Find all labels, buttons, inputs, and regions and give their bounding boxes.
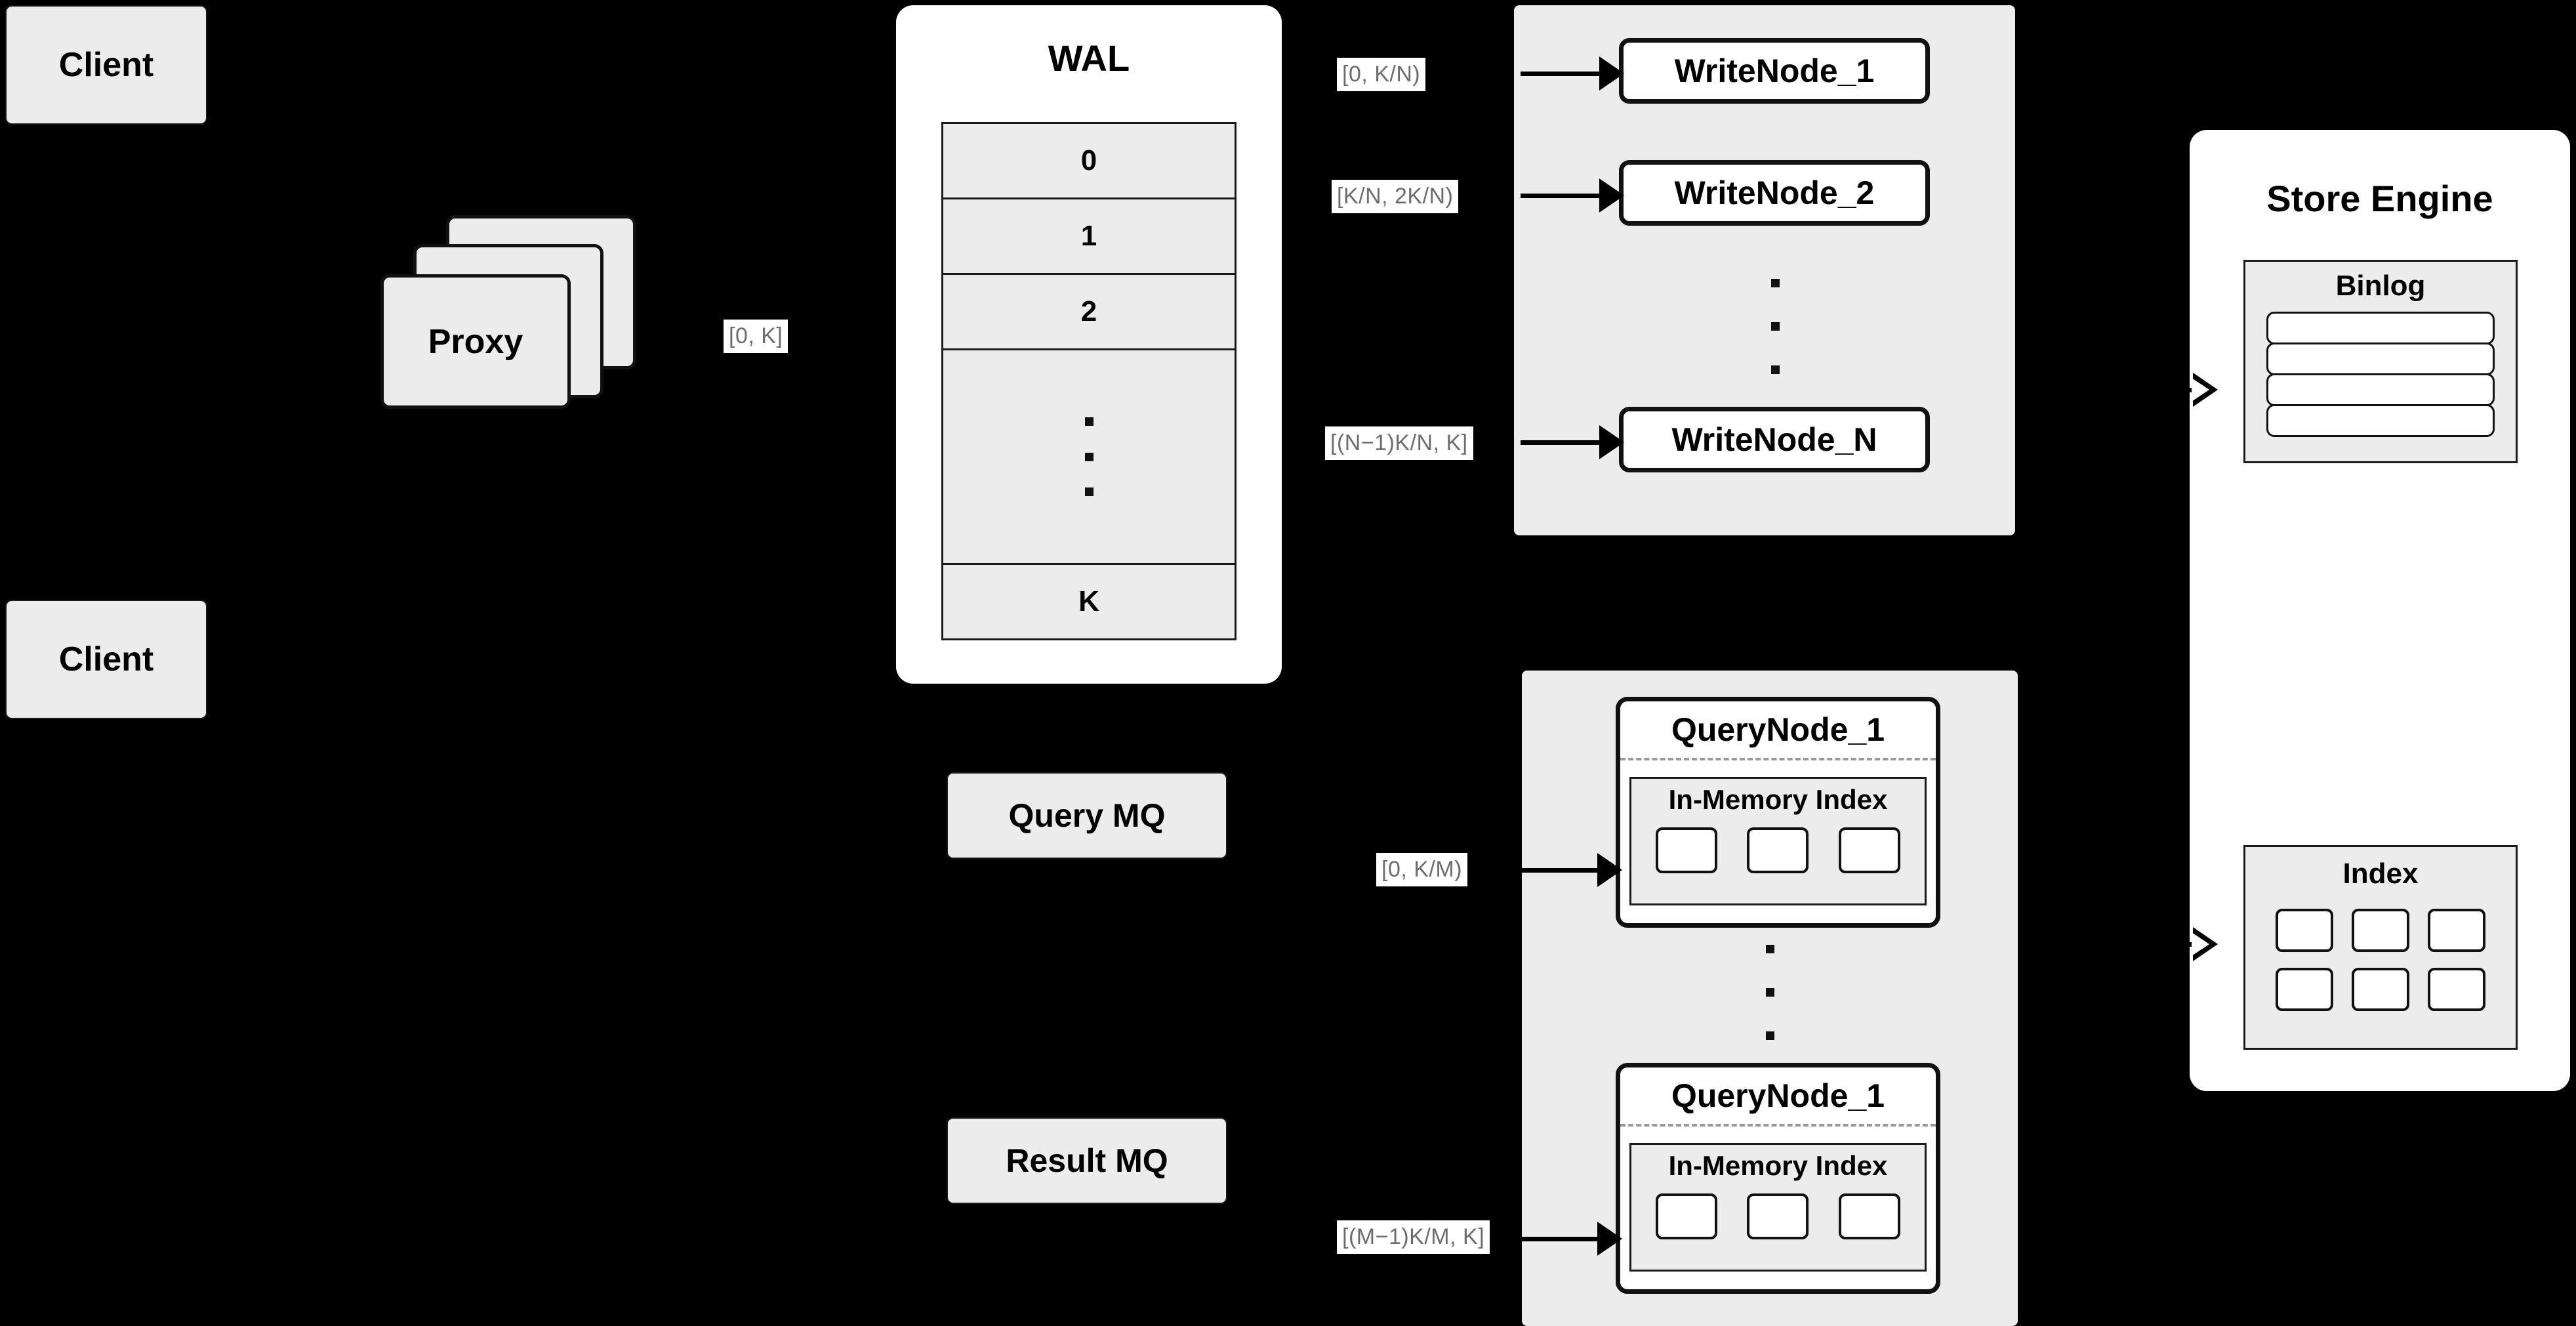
- in-memory-index-1-label: In-Memory Index: [1668, 784, 1888, 815]
- store-engine-title: Store Engine: [2266, 178, 2493, 219]
- client-label: Client: [58, 46, 154, 84]
- write-node-1[interactable]: WriteNode_1: [1619, 38, 1930, 104]
- binlog-box: Binlog: [2243, 260, 2518, 463]
- index-slot: [1839, 827, 1901, 873]
- wal-row-list: 0 1 2 K: [941, 122, 1237, 640]
- wal-row-label: 1: [1080, 220, 1097, 252]
- range-text: [(N−1)K/N, K]: [1330, 430, 1468, 455]
- arrow-to-write-node-n: [1521, 425, 1625, 459]
- index-slot: [1747, 827, 1809, 873]
- wal-row: 0: [941, 122, 1237, 199]
- index-label: Index: [2342, 858, 2419, 890]
- range-text: [0, K/N): [1342, 62, 1421, 87]
- wal-row: 2: [941, 275, 1237, 350]
- binlog-row: [2266, 404, 2495, 437]
- query-node-2[interactable]: QueryNode_1 In-Memory Index: [1616, 1063, 1940, 1294]
- in-memory-index-1: In-Memory Index: [1629, 777, 1927, 905]
- arrow-to-index: [2161, 927, 2240, 961]
- query-node-1-divider: [1620, 758, 1936, 760]
- proxy-stack[interactable]: Proxy: [380, 215, 669, 432]
- index-slot: [2352, 968, 2409, 1011]
- wal-row-ellipsis: [941, 350, 1237, 565]
- query-node-1[interactable]: QueryNode_1 In-Memory Index: [1616, 697, 1940, 928]
- range-text: [(M−1)K/M, K]: [1342, 1224, 1485, 1249]
- index-slot: [2428, 909, 2485, 952]
- binlog-row: [2266, 342, 2495, 375]
- index-slot: [1747, 1193, 1809, 1239]
- arrow-to-write-node-2: [1521, 178, 1625, 213]
- client-label: Client: [58, 640, 154, 678]
- index-slot: [1655, 827, 1717, 873]
- wal-row: K: [941, 565, 1237, 640]
- binlog-row: [2266, 373, 2495, 406]
- write-node-n-range-label: [(N−1)K/N, K]: [1325, 426, 1473, 460]
- query-node-2-title: QueryNode_1: [1671, 1077, 1885, 1114]
- write-node-n[interactable]: WriteNode_N: [1619, 407, 1930, 472]
- query-node-2-range-label: [(M−1)K/M, K]: [1337, 1220, 1490, 1254]
- index-box: Index: [2243, 845, 2518, 1050]
- result-mq-box[interactable]: Result MQ: [947, 1117, 1227, 1204]
- proxy-card-front[interactable]: Proxy: [380, 274, 571, 409]
- index-slot: [2428, 968, 2485, 1011]
- write-node-label: WriteNode_N: [1671, 421, 1877, 458]
- wal-title: WAL: [1048, 37, 1130, 79]
- binlog-label: Binlog: [2335, 270, 2426, 302]
- client-box-1[interactable]: Client: [5, 5, 207, 125]
- query-node-1-title: QueryNode_1: [1671, 711, 1885, 748]
- wal-row-label: K: [1078, 585, 1099, 617]
- write-node-label: WriteNode_2: [1674, 175, 1875, 211]
- wal-row: 1: [941, 199, 1237, 275]
- wal-row-label: 2: [1080, 295, 1097, 327]
- proxy-range-text: [0, K]: [729, 323, 783, 348]
- store-engine-panel: Store Engine Binlog Index: [2190, 130, 2570, 1091]
- in-memory-index-2-label: In-Memory Index: [1668, 1150, 1888, 1181]
- write-node-2-range-label: [K/N, 2K/N): [1332, 180, 1459, 213]
- query-mq-box[interactable]: Query MQ: [947, 772, 1227, 859]
- range-text: [K/N, 2K/N): [1337, 184, 1454, 209]
- wal-panel: WAL 0 1 2 K: [896, 5, 1282, 684]
- index-slot: [2276, 909, 2333, 952]
- write-cluster-ellipsis-icon: [1770, 279, 1780, 374]
- write-node-label: WriteNode_1: [1674, 52, 1875, 89]
- arrow-to-query-node-2: [1522, 1222, 1624, 1256]
- query-node-2-divider: [1620, 1124, 1936, 1127]
- write-node-2[interactable]: WriteNode_2: [1619, 160, 1930, 226]
- client-box-2[interactable]: Client: [5, 600, 207, 719]
- query-mq-label: Query MQ: [1008, 797, 1166, 834]
- binlog-row: [2266, 312, 2495, 344]
- result-mq-label: Result MQ: [1006, 1142, 1168, 1179]
- index-slot: [1655, 1193, 1717, 1239]
- arrow-to-query-node-1: [1522, 853, 1624, 887]
- vertical-ellipsis-icon: [1084, 417, 1094, 496]
- write-node-1-range-label: [0, K/N): [1337, 58, 1426, 91]
- arrow-to-binlog: [2161, 373, 2240, 407]
- index-slot: [2276, 968, 2333, 1011]
- proxy-label: Proxy: [428, 322, 523, 361]
- index-slot: [2352, 909, 2409, 952]
- index-slot: [1839, 1193, 1901, 1239]
- wal-row-label: 0: [1080, 144, 1097, 176]
- in-memory-index-2: In-Memory Index: [1629, 1143, 1927, 1272]
- query-node-1-range-label: [0, K/M): [1376, 853, 1468, 886]
- range-text: [0, K/M): [1381, 857, 1463, 882]
- proxy-range-label: [0, K]: [724, 320, 788, 353]
- arrow-to-write-node-1: [1521, 56, 1625, 91]
- query-cluster-ellipsis-icon: [1765, 945, 1775, 1040]
